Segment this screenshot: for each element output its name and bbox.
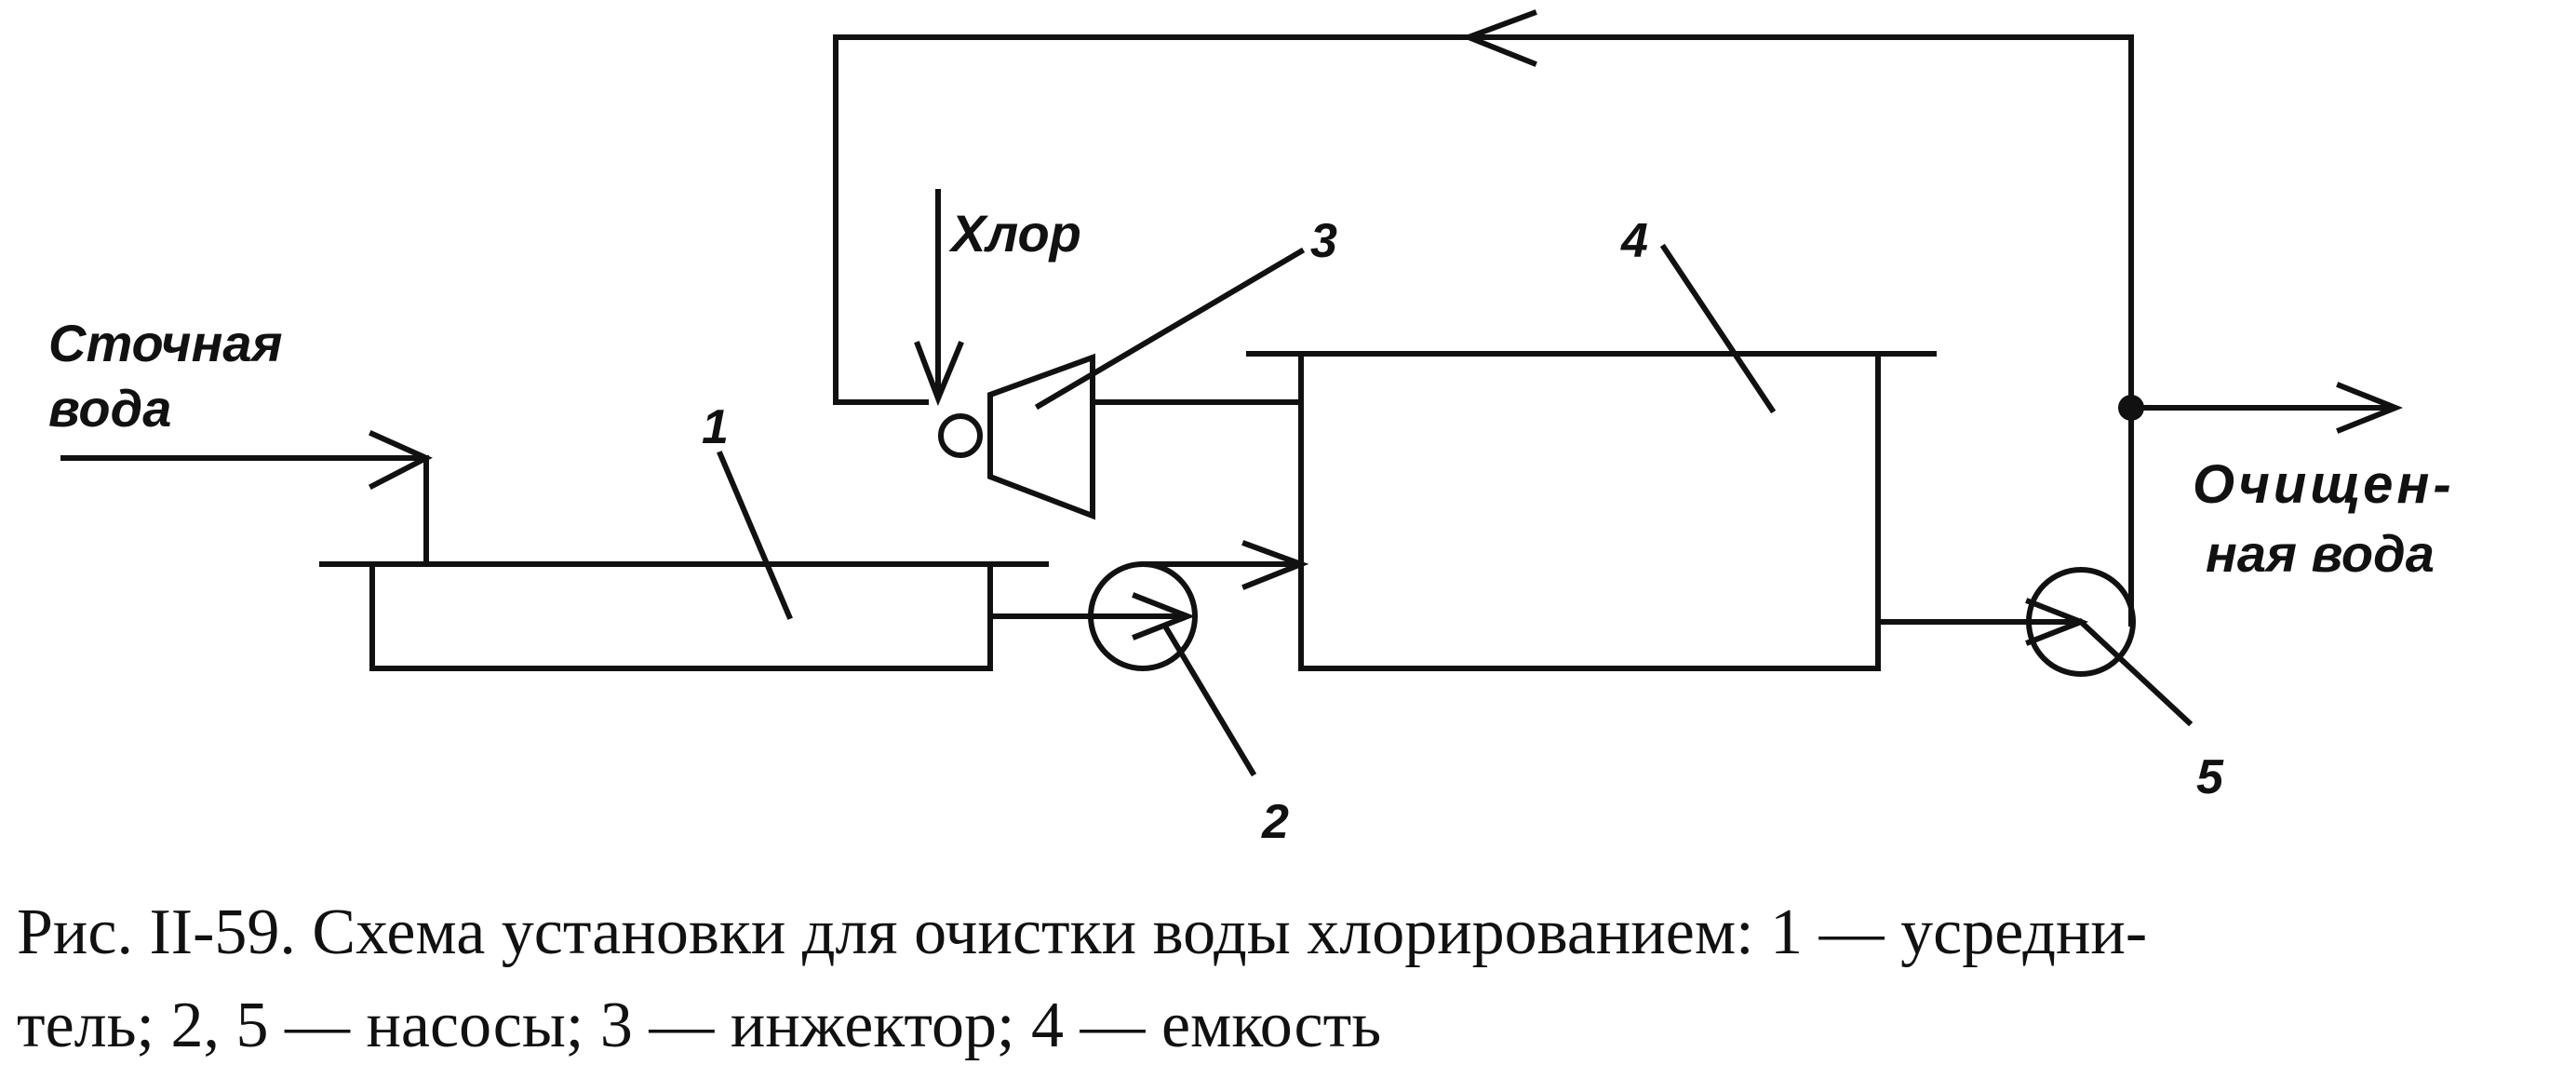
leader-line-3: [1034, 247, 1306, 411]
recirculation-line: [833, 34, 2134, 627]
injector-nozzle: [938, 413, 983, 458]
chlorine-arrowhead: [914, 341, 964, 407]
treated-outlet-arrowhead: [2336, 382, 2404, 434]
caption-line-1: Рис. II-59. Схема установки для очистки …: [17, 896, 2148, 968]
recirculation-arrowhead: [1460, 9, 1537, 67]
figure-caption: Рис. II-59. Схема установки для очистки …: [17, 886, 2567, 1065]
junction-dot: [2118, 395, 2144, 421]
leader-line-4: [1659, 243, 1777, 414]
wastewater-inlet-arrowhead: [368, 430, 433, 491]
pump-5: [2026, 567, 2136, 677]
leader-line-1: [717, 451, 793, 620]
number-4-label: 4: [1620, 214, 1648, 268]
leader-line-5: [2076, 617, 2194, 727]
chlorine-label: Хлор: [948, 204, 1081, 263]
wastewater-label-line2: вода: [48, 379, 171, 438]
wastewater-label-line1: Сточная: [48, 314, 283, 372]
pump-2-arrowhead: [1132, 592, 1196, 640]
equalizer-tank: [369, 561, 993, 671]
number-2-label: 2: [1261, 795, 1289, 849]
number-1-label: 1: [702, 400, 729, 454]
injector-3: [987, 353, 1095, 520]
process-scheme: Сточная вода Хлор Очищен- ная вода 1 2 3…: [48, 9, 2455, 849]
treated-water-label-line2: ная вода: [2206, 524, 2435, 583]
wastewater-inlet-line: [60, 455, 429, 567]
leader-line-2: [1162, 625, 1257, 777]
tank-4: [1298, 351, 1881, 671]
number-5-label: 5: [2196, 750, 2224, 804]
treated-water-label-line1: Очищен-: [2193, 454, 2455, 515]
number-3-label: 3: [1310, 214, 1337, 268]
caption-line-2: тель; 2, 5 — насосы; 3 — инжектор; 4 — е…: [17, 990, 1382, 1061]
